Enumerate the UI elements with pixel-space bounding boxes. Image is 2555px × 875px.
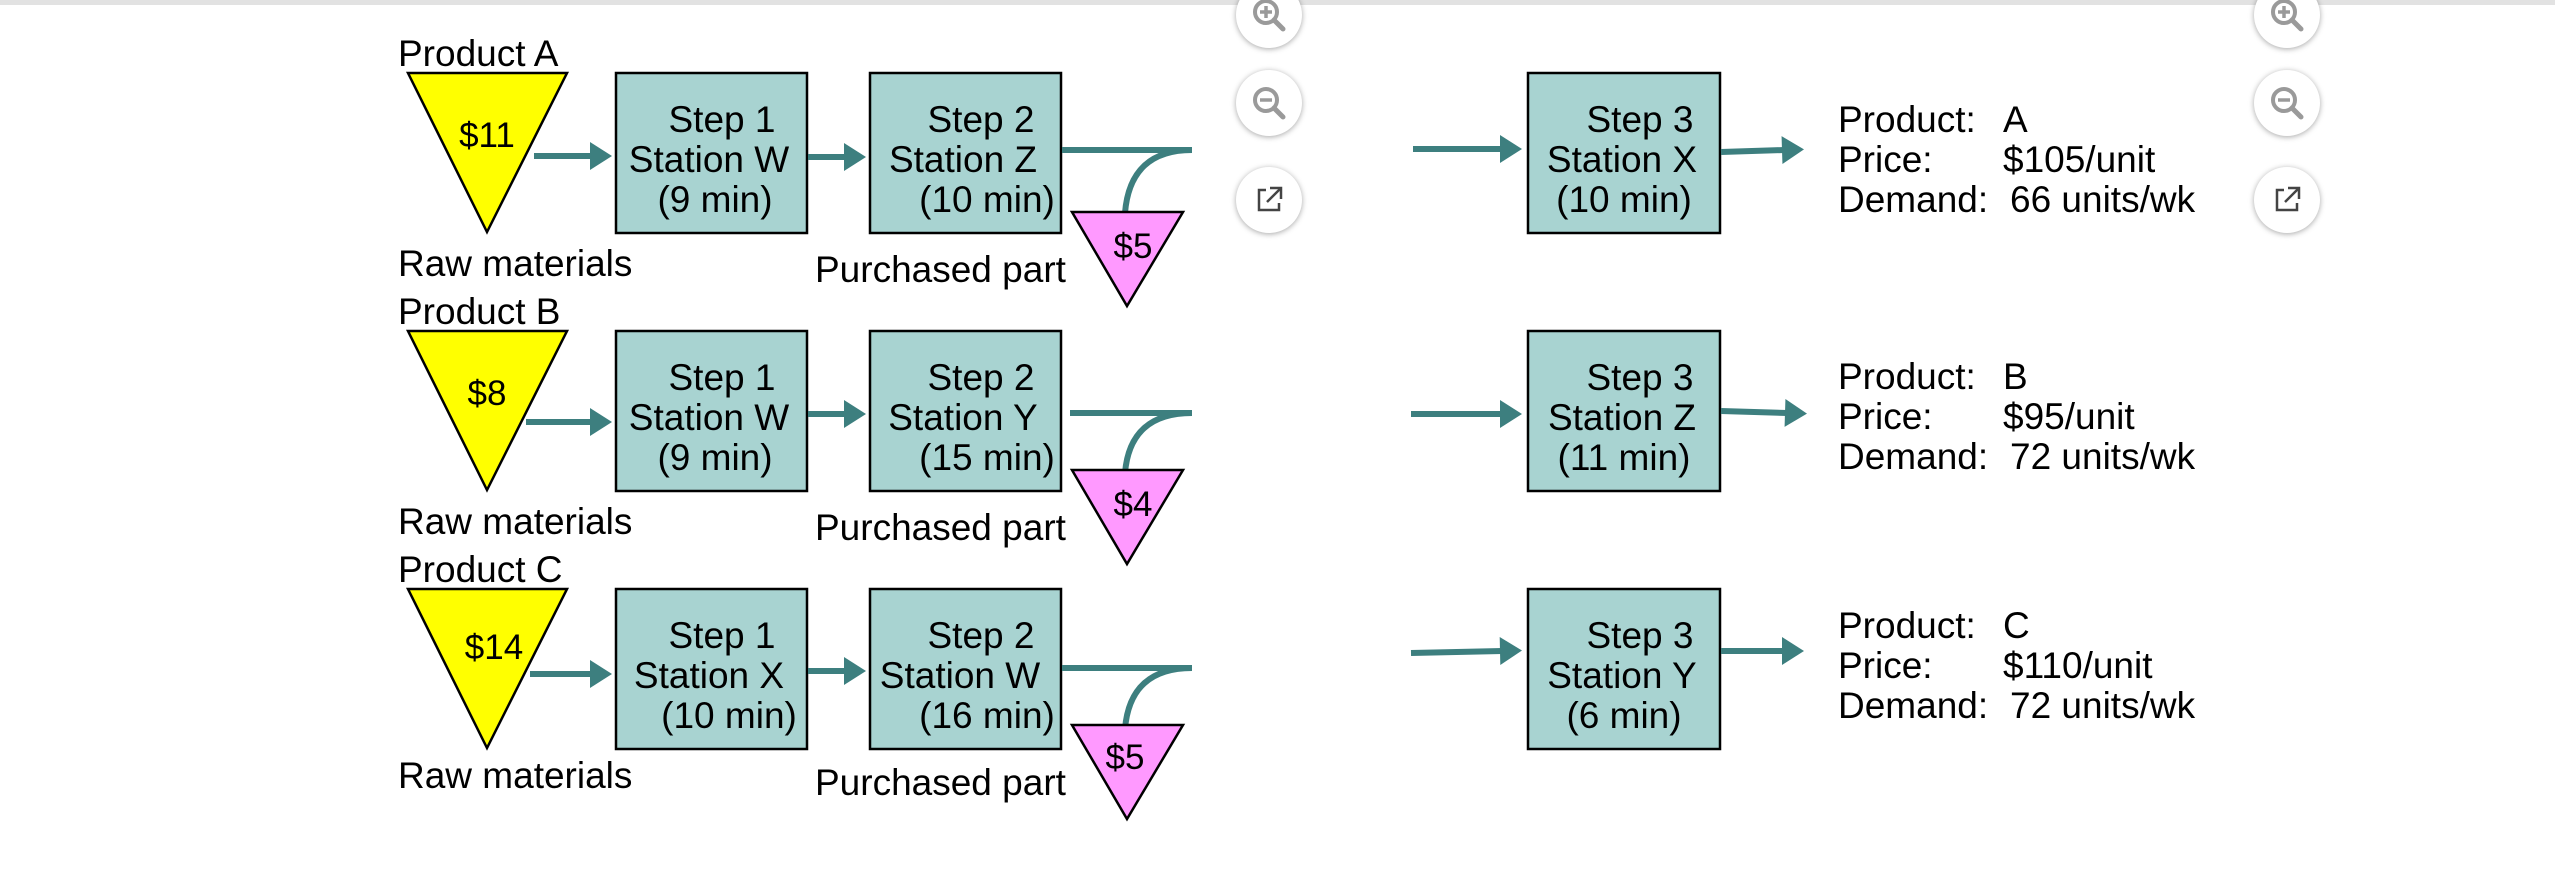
info-price-key: Price: — [1838, 396, 1933, 437]
step1-title: Step 1 — [669, 615, 776, 656]
step2-station: Station Z — [889, 139, 1037, 180]
info-price-key: Price: — [1838, 645, 1933, 686]
step3-time: (11 min) — [1558, 437, 1691, 478]
step1-time: (9 min) — [657, 179, 772, 220]
step2-box — [868, 329, 1063, 493]
zoom-in-icon — [2271, 0, 2304, 32]
step1-station: Station X — [634, 655, 784, 696]
step1-title: Step 1 — [669, 357, 776, 398]
info-product-key: Product: — [1838, 356, 1976, 397]
info-product-key: Product: — [1838, 605, 1976, 646]
purchased-part-cost: $5 — [1106, 738, 1145, 777]
raw-material-label: Raw materials — [398, 501, 632, 542]
step3-box — [1526, 329, 1722, 493]
step3-title: Step 3 — [1587, 615, 1694, 656]
raw-material-label: Raw materials — [398, 755, 632, 796]
step1-station: Station W — [629, 397, 789, 438]
zoom-out-button-left[interactable] — [1236, 70, 1302, 136]
step3-station: Station Y — [1547, 655, 1696, 696]
product-label: Product C — [398, 549, 563, 590]
open-external-button-right[interactable] — [2254, 167, 2320, 233]
step3-time: (6 min) — [1566, 695, 1681, 736]
step2-box — [868, 587, 1063, 751]
info-demand-value: 66 units/wk — [2010, 179, 2196, 220]
info-price-value: $110/unit — [2003, 645, 2153, 686]
purchased-part-label: Purchased part — [815, 507, 1067, 548]
purchased-part-triangle — [1069, 210, 1186, 309]
purchased-part-triangle — [1069, 723, 1186, 822]
product-row-c: Product C $14 Raw materials Step 1 Stati… — [398, 549, 2196, 822]
purchased-part-label: Purchased part — [815, 249, 1067, 290]
info-demand-value: 72 units/wk — [2010, 685, 2196, 726]
step3-station: Station X — [1547, 139, 1697, 180]
step1-time: (10 min) — [661, 695, 797, 736]
step2-time: (16 min) — [919, 695, 1055, 736]
raw-material-triangle — [405, 329, 570, 493]
raw-material-label: Raw materials — [398, 243, 632, 284]
step3-time: (10 min) — [1556, 179, 1692, 220]
product-row-b: Product B $8 Raw materials Step 1 Statio… — [398, 291, 2196, 567]
raw-material-cost: $11 — [459, 116, 515, 155]
zoom-out-icon — [1253, 87, 1286, 120]
merge-line — [1070, 410, 1193, 474]
info-product-value: C — [2003, 605, 2030, 646]
step2-station: Station Y — [888, 397, 1037, 438]
info-product-value: A — [2003, 99, 2028, 140]
info-price-value: $95/unit — [2003, 396, 2135, 437]
step2-time: (10 min) — [919, 179, 1055, 220]
raw-material-cost: $14 — [465, 628, 523, 667]
step1-box — [614, 329, 809, 493]
step2-title: Step 2 — [928, 615, 1035, 656]
step2-station: Station W — [880, 655, 1040, 696]
purchased-part-cost: $5 — [1114, 227, 1153, 266]
info-price-value: $105/unit — [2003, 139, 2156, 180]
step1-station: Station W — [629, 139, 789, 180]
merge-line — [1062, 665, 1193, 730]
step3-title: Step 3 — [1587, 357, 1694, 398]
merge-line — [1062, 147, 1193, 214]
purchased-part-cost: $4 — [1114, 485, 1153, 524]
open-external-icon — [1257, 186, 1283, 212]
info-demand-value: 72 units/wk — [2010, 436, 2196, 477]
step3-station: Station Z — [1548, 397, 1696, 438]
step1-time: (9 min) — [657, 437, 772, 478]
info-product-key: Product: — [1838, 99, 1976, 140]
raw-material-cost: $8 — [468, 374, 507, 413]
info-price-key: Price: — [1838, 139, 1933, 180]
step3-box — [1526, 587, 1722, 751]
step3-title: Step 3 — [1587, 99, 1694, 140]
step2-time: (15 min) — [919, 437, 1055, 478]
step2-title: Step 2 — [928, 99, 1035, 140]
step3-box — [1526, 71, 1722, 235]
open-external-button-left[interactable] — [1236, 167, 1302, 233]
step1-box — [614, 587, 809, 751]
open-external-icon — [2275, 186, 2301, 212]
raw-material-triangle — [405, 587, 570, 751]
step2-title: Step 2 — [928, 357, 1035, 398]
zoom-out-icon — [2271, 87, 2304, 120]
raw-material-triangle — [405, 71, 570, 235]
step2-box — [868, 71, 1063, 235]
info-product-value: B — [2003, 356, 2028, 397]
arrow-to-output — [1720, 398, 1807, 427]
zoom-in-icon — [1253, 0, 1286, 32]
info-demand-key: Demand: — [1838, 436, 1988, 477]
arrow-to-step3 — [1410, 637, 1522, 666]
product-row-a: Product A $11 Raw materials Step 1 Stati… — [398, 33, 2196, 309]
purchased-part-label: Purchased part — [815, 762, 1067, 803]
step1-title: Step 1 — [669, 99, 776, 140]
step1-box — [614, 71, 809, 235]
info-demand-key: Demand: — [1838, 685, 1988, 726]
product-label: Product A — [398, 33, 559, 74]
product-label: Product B — [398, 291, 560, 332]
purchased-part-triangle — [1069, 468, 1186, 567]
zoom-out-button-right[interactable] — [2254, 70, 2320, 136]
info-demand-key: Demand: — [1838, 179, 1988, 220]
arrow-to-output — [1720, 136, 1804, 165]
